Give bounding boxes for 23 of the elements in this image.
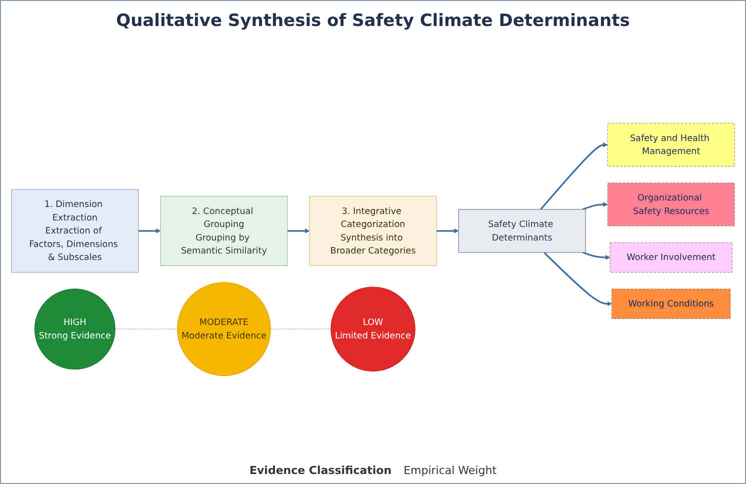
arrow <box>287 228 310 234</box>
node-circle: MODERATE Moderate Evidence <box>177 282 271 376</box>
node-box: Safety Climate Determinants <box>458 209 586 253</box>
title: Qualitative Synthesis of Safety Climate Determinants <box>116 11 630 31</box>
node-box: 3. Integrative Categorization Synthesis into Broader Categories <box>309 196 437 266</box>
section-heading: Evidence Classification <box>249 464 392 477</box>
node-box: Worker Involvement <box>610 242 732 273</box>
node-box: 1. Dimension Extraction Extraction of Factors, Dimensions & Subscales <box>11 189 139 273</box>
subheading: Empirical Weight <box>404 464 497 477</box>
connector <box>114 328 178 330</box>
connector <box>270 328 332 330</box>
arrow <box>138 228 161 234</box>
node-box: Working Conditions <box>611 288 731 319</box>
arrow <box>582 252 610 260</box>
node-circle: LOW Limited Evidence <box>330 286 416 372</box>
arrow <box>544 252 612 306</box>
arrow <box>436 228 459 234</box>
node-box: Safety and Health Management <box>607 123 735 167</box>
arrow <box>582 202 608 210</box>
node-box: 2. Conceptual Grouping Grouping by Semantic Similarity <box>160 196 288 266</box>
node-circle: HIGH Strong Evidence <box>34 288 116 370</box>
node-box: Organizational Safety Resources <box>607 182 735 226</box>
arrow <box>540 142 608 210</box>
